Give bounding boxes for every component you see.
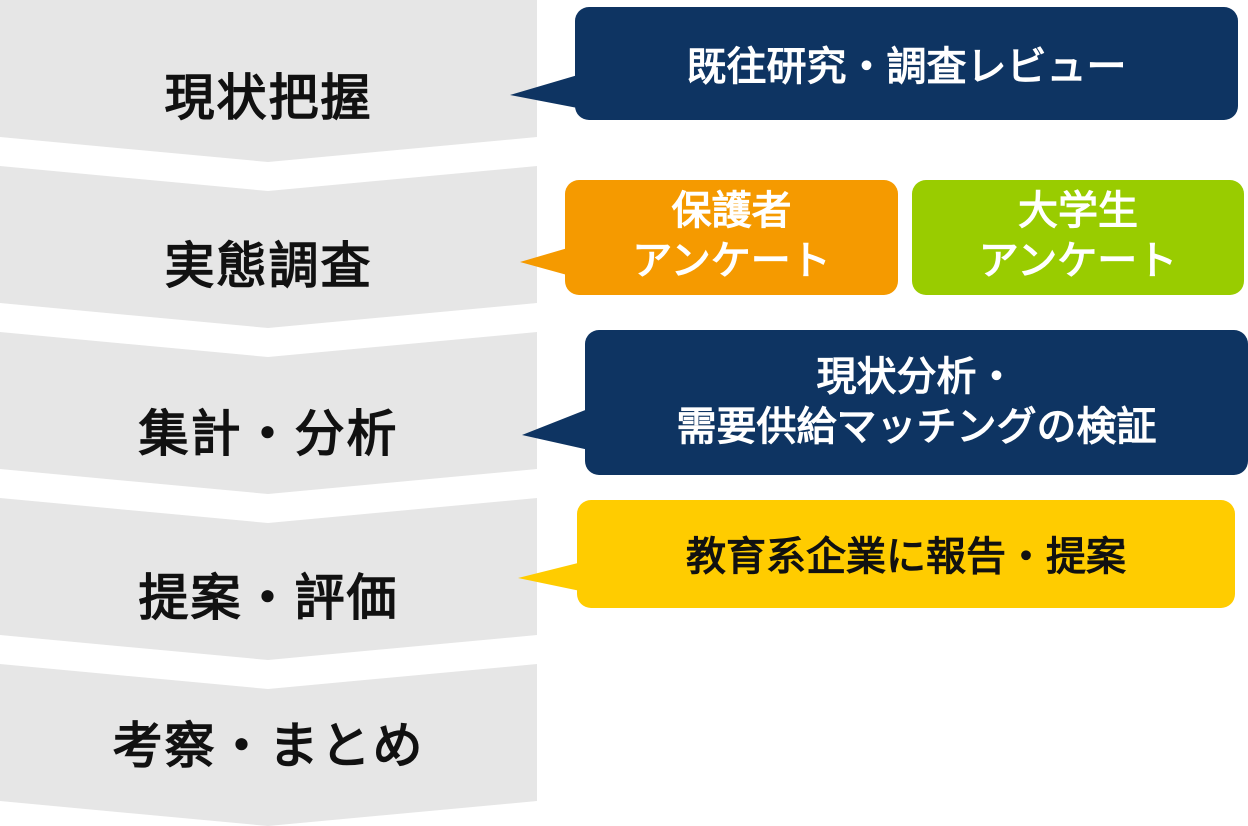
step-label-2: 実態調査 [164,237,373,295]
callout-review-pointer [510,72,588,110]
chevron-step-5 [0,664,537,826]
callout-analysis-line1: 現状分析・ [816,354,1017,400]
chevron-step-3 [0,332,537,494]
chevron-step-1 [0,0,537,162]
chevron-step-4 [0,498,537,660]
chevron-step-2 [0,166,537,328]
callouts [510,7,1248,608]
callout-analysis-text: 現状分析・ 需要供給マッチングの検証 [585,352,1248,452]
callout-parent-pointer [520,245,578,278]
callout-analysis-box [585,330,1248,475]
callout-review-text: 既往研究・調査レビュー [686,44,1127,90]
callout-student-box [912,180,1244,295]
callout-review [510,7,1238,120]
callout-analysis-pointer [522,405,598,452]
callout-review-box [575,7,1238,120]
callout-proposal-pointer [518,560,590,593]
callout-parent-line2: アンケート [632,238,831,284]
callout-student-line1: 大学生 [1018,188,1138,234]
step-chevrons [0,0,537,826]
callout-analysis [522,330,1248,475]
callout-parent-box [565,180,898,295]
callout-parent-survey [520,180,898,295]
callout-student-line2: アンケート [978,238,1178,284]
step-label-4: 提案・評価 [138,569,399,627]
callout-parent-text: 保護者 アンケート [565,186,898,286]
step-label-5: 考察・まとめ [112,717,425,775]
callout-parent-line1: 保護者 [671,188,792,234]
callout-proposal [518,500,1235,608]
step-label-3: 集計・分析 [138,405,399,463]
callout-student-text: 大学生 アンケート [912,186,1244,286]
step-label-1: 現状把握 [164,69,373,127]
callout-proposal-box [577,500,1235,608]
callout-proposal-text: 教育系企業に報告・提案 [686,534,1126,580]
callout-analysis-line2: 需要供給マッチングの検証 [676,404,1157,450]
callout-student-survey [912,180,1244,295]
